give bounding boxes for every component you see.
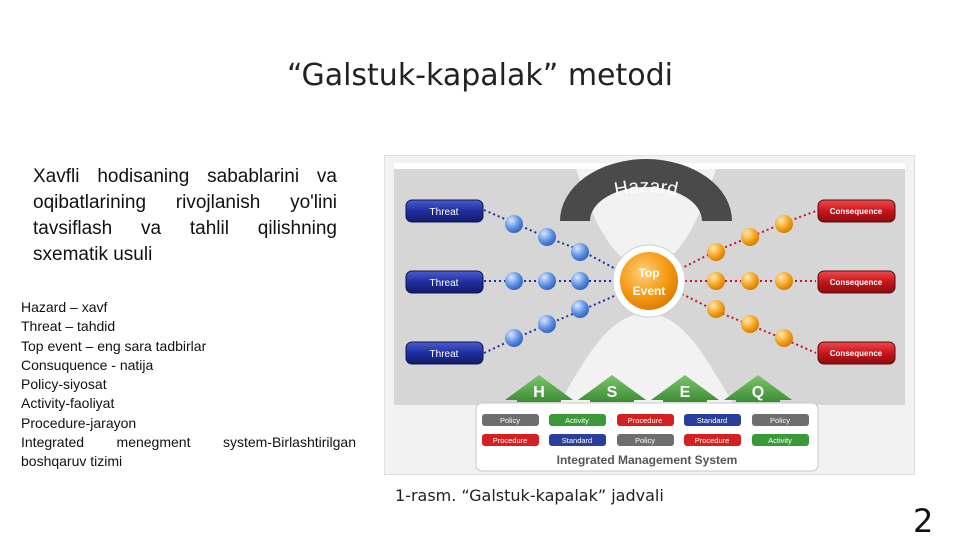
ims-tag: Activity — [565, 416, 589, 425]
ims-tag: Procedure — [493, 436, 528, 445]
glossary-item: Threat – tahdid — [21, 318, 116, 335]
ims-tag: Procedure — [628, 416, 663, 425]
ims-row-2: Procedure Standard Policy Procedure Acti… — [482, 434, 809, 446]
hseq-letter: Q — [752, 384, 764, 401]
ims-label: Integrated Management System — [557, 453, 738, 467]
threat-box: Threat — [405, 199, 484, 223]
glossary-list: Hazard – xavf Threat – tahdid Top event … — [21, 298, 356, 472]
hseq-letter: E — [680, 384, 691, 401]
slide-title: “Galstuk-kapalak” metodi — [286, 58, 674, 93]
threat-box: Threat — [405, 341, 484, 365]
consequence-box: Consequence — [817, 341, 896, 365]
top-event-label-2: Event — [633, 284, 666, 298]
consequence-label: Consequence — [830, 207, 883, 216]
glossary-item: Consuquence - natija — [21, 356, 154, 373]
glossary-item: Activity-faoliyat — [21, 395, 115, 412]
left-barrier-dots — [505, 215, 589, 347]
hseq-arrow-s: S — [578, 375, 646, 402]
hseq-arrow-q: Q — [724, 375, 792, 402]
top-event-circle — [620, 252, 678, 310]
consequence-label: Consequence — [830, 349, 883, 358]
bow-tie-svg: Hazard Top Event — [383, 154, 916, 476]
hseq-arrow-h: H — [505, 375, 573, 402]
threat-box: Threat — [405, 270, 484, 294]
glossary-item: Hazard – xavf — [21, 299, 108, 315]
hazard-label: Hazard — [613, 176, 680, 201]
ims-row-1: Policy Activity Procedure Standard Polic… — [482, 414, 809, 426]
right-barrier-dots — [707, 215, 793, 347]
hseq-letter: H — [533, 384, 545, 401]
bow-tie-diagram: Hazard Top Event — [383, 154, 916, 476]
ims-tag: Policy — [635, 436, 655, 445]
hazard-arc — [560, 159, 732, 221]
ims-tag: Activity — [768, 436, 792, 445]
consequence-box: Consequence — [817, 270, 896, 294]
ims-tag: Policy — [770, 416, 790, 425]
threat-label: Threat — [430, 278, 459, 289]
ims-tag: Policy — [500, 416, 520, 425]
consequence-box: Consequence — [817, 199, 896, 223]
hseq-letter: S — [607, 384, 618, 401]
ims-tag: Procedure — [695, 436, 730, 445]
glossary-item: Policy-siyosat — [21, 376, 107, 393]
glossary-item: Procedure-jarayon — [21, 414, 137, 431]
ims-tag: Standard — [562, 436, 592, 445]
glossary-item: Top event – eng sara tadbirlar — [21, 337, 207, 354]
page-number: 2 — [913, 502, 934, 540]
hseq-arrow-e: E — [651, 375, 719, 402]
glossary-item: Integrated menegment system-Birlashtiril… — [21, 434, 356, 451]
glossary-item: boshqaruv tizimi — [21, 453, 123, 470]
threat-label: Threat — [430, 349, 459, 360]
figure-caption: 1-rasm. “Galstuk-kapalak” jadvali — [395, 486, 664, 505]
threat-label: Threat — [430, 207, 459, 218]
top-event-label-1: Top — [638, 266, 659, 280]
consequence-label: Consequence — [830, 278, 883, 287]
ims-tag: Standard — [697, 416, 727, 425]
intro-text: Xavfli hodisaning sabablarini va oqibatl… — [33, 166, 337, 265]
